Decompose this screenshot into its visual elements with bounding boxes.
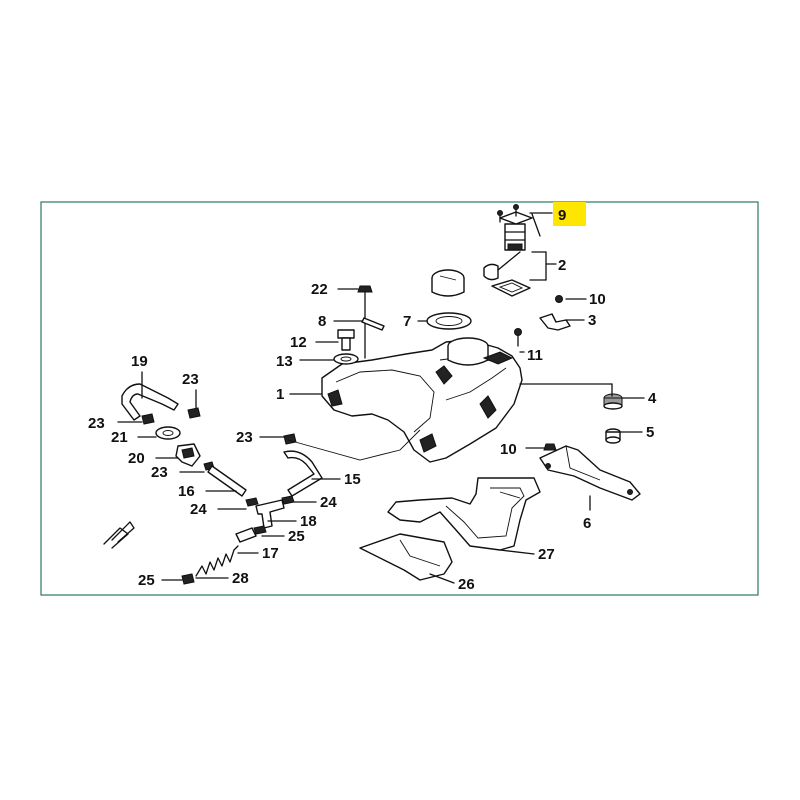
clamp-24a xyxy=(245,497,259,507)
fuel-pump-assembly xyxy=(497,204,541,251)
callout-12: 12 xyxy=(290,334,307,351)
callout-19: 18 xyxy=(300,513,317,530)
callout-15: 15 xyxy=(344,471,361,488)
callout-8: 8 xyxy=(318,313,326,330)
bracket-3 xyxy=(539,313,571,331)
t-joint-19 xyxy=(255,499,285,529)
clamp-23d xyxy=(283,433,297,445)
pin-8 xyxy=(361,317,385,331)
callout-23-mid: 23 xyxy=(151,464,168,481)
support-bracket-6 xyxy=(539,445,641,501)
callout-labels: 9 2 10 3 11 22 8 7 12 13 1 4 5 10 6 19 2… xyxy=(88,207,657,593)
callout-28: 28 xyxy=(232,570,249,587)
nut-10-lower xyxy=(543,443,557,451)
pump-gasket xyxy=(483,251,531,297)
vent-hose-18 xyxy=(121,383,179,421)
callout-23-top: 23 xyxy=(182,371,199,388)
bolt-22 xyxy=(357,285,373,359)
callout-13: 13 xyxy=(276,353,293,370)
diagram-frame xyxy=(40,201,759,596)
callout-23-left: 23 xyxy=(88,415,105,432)
hose-17 xyxy=(235,527,257,543)
callout-22: 22 xyxy=(311,281,328,298)
callout-21: 21 xyxy=(111,429,128,446)
spring-28 xyxy=(195,545,239,577)
clamp-25b xyxy=(181,573,195,585)
callout-4: 4 xyxy=(648,390,657,407)
filler-ring xyxy=(426,312,472,330)
callout-24-right: 24 xyxy=(320,494,337,511)
rubber-mount-4 xyxy=(603,393,623,410)
callout-6: 6 xyxy=(583,515,591,532)
callout-2: 2 xyxy=(558,257,566,274)
callout-25-left: 25 xyxy=(138,572,155,589)
direction-arrow-icon xyxy=(103,521,135,549)
leader-lines xyxy=(117,212,645,584)
callout-5: 5 xyxy=(646,424,654,441)
callout-7: 7 xyxy=(403,313,411,330)
callout-3: 3 xyxy=(588,312,596,329)
washer-13 xyxy=(333,353,359,365)
fitting-12 xyxy=(337,329,355,351)
bolt-11 xyxy=(514,328,522,336)
hose-16 xyxy=(207,465,247,497)
clamp-23a xyxy=(187,407,201,419)
fuel-tank xyxy=(321,337,523,463)
callout-10-top: 10 xyxy=(589,291,606,308)
clamp-23b xyxy=(141,413,155,425)
callout-11: 11 xyxy=(527,347,543,364)
callout-9: 9 xyxy=(558,207,566,224)
pad-26 xyxy=(359,533,453,581)
callout-25-right: 25 xyxy=(288,528,305,545)
pad-27 xyxy=(387,477,541,551)
highlight-marker xyxy=(553,202,586,226)
callout-1: 1 xyxy=(276,386,284,403)
callout-27: 27 xyxy=(538,546,555,563)
gasket-21 xyxy=(155,426,181,440)
hose-15 xyxy=(283,450,323,497)
callout-23-right: 23 xyxy=(236,429,253,446)
clamp-25a xyxy=(253,525,267,535)
callout-26: 26 xyxy=(458,576,475,593)
callout-20: 20 xyxy=(128,450,145,467)
callout-16: 16 xyxy=(178,483,195,500)
bolt-10-top xyxy=(555,295,563,303)
callout-24-left: 24 xyxy=(190,501,207,518)
callout-18: 19 xyxy=(131,353,148,370)
fuel-cap xyxy=(431,269,465,297)
collar-5 xyxy=(605,428,621,444)
callout-10-lower: 10 xyxy=(500,441,517,458)
clamp-24b xyxy=(281,495,295,505)
callout-17: 17 xyxy=(262,545,279,562)
